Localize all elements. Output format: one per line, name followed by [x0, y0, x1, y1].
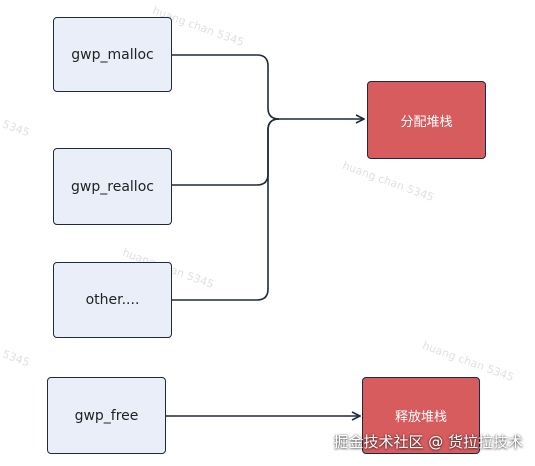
gwp-malloc-label: gwp_malloc: [71, 46, 154, 63]
free-stack-node: 释放堆栈: [362, 377, 480, 454]
connector-realloc: [172, 118, 280, 186]
free-stack-label: 释放堆栈: [394, 410, 447, 425]
gwp-free-label: gwp_free: [74, 407, 139, 424]
gwp-realloc-node: gwp_realloc: [53, 148, 172, 225]
connector-other: [172, 118, 280, 301]
gwp-malloc-node: gwp_malloc: [53, 17, 172, 92]
other-label: other....: [85, 292, 140, 308]
gwp-free-node: gwp_free: [47, 377, 166, 454]
brand-watermark: 掘金技术社区 @ 货拉拉技术: [333, 433, 523, 451]
other-node: other....: [53, 262, 172, 338]
alloc-stack-label: 分配堆栈: [400, 114, 453, 130]
gwp-realloc-label: gwp_realloc: [71, 178, 154, 195]
alloc-stack-node: 分配堆栈: [367, 81, 486, 159]
connector-malloc: [172, 54, 280, 120]
